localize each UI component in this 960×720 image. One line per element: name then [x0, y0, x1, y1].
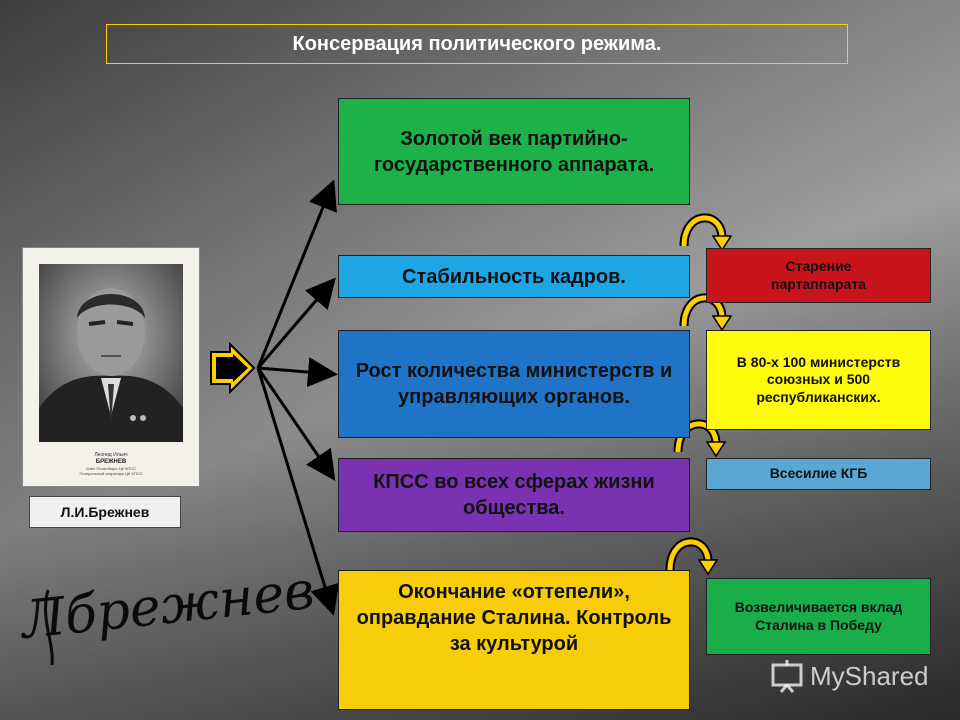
- portrait-image: Леонид Ильич БРЕЖНЕВ Член Политбюро ЦК К…: [39, 264, 183, 476]
- portrait-name-label: Л.И.Брежнев: [29, 496, 181, 528]
- side-item-text: В 80-х 100 министерств союзных и 500 рес…: [736, 353, 901, 405]
- side-item-text: Старение партаппарата: [771, 258, 866, 292]
- watermark-text: MyShared: [810, 660, 929, 691]
- side-item-kgb-power: Всесилие КГБ: [706, 458, 931, 490]
- main-item-text: Золотой век партийно-государственного ап…: [373, 127, 655, 176]
- side-item-stalin-victory: Возвеличивается вклад Сталина в Победу: [706, 578, 931, 655]
- arrow-to-item-4: [256, 367, 336, 481]
- arrow-to-item-5: [256, 367, 340, 616]
- side-item-ministries-count: В 80-х 100 министерств союзных и 500 рес…: [706, 330, 931, 430]
- arrow-to-item-1: [256, 179, 337, 369]
- signature-text: Лбрежнев-: [18, 560, 318, 651]
- brezhnev-portrait: Леонид Ильич БРЕЖНЕВ Член Политбюро ЦК К…: [22, 247, 200, 487]
- signature: Лбрежнев-: [18, 560, 318, 666]
- presentation-icon: [771, 660, 803, 693]
- slide-title: Консервация политического режима.: [106, 24, 848, 64]
- portrait-caption-line4: Генеральный секретарь ЦК КПСС: [80, 471, 143, 476]
- portrait-caption-line3: Член Политбюро ЦК КПСС: [86, 466, 136, 471]
- curved-arrow-2: [679, 293, 733, 332]
- side-item-text: Всесилие КГБ: [769, 465, 868, 482]
- main-item-ministries-growth: Рост количества министерств и управляющи…: [338, 330, 690, 438]
- main-item-thaw-end: Окончание «оттепели», оправдание Сталина…: [338, 570, 690, 710]
- main-item-cpsu-everywhere: КПСС во всех сферах жизни общества.: [338, 458, 690, 532]
- arrow-to-item-2: [256, 277, 336, 369]
- block-arrow: [210, 341, 256, 395]
- main-item-golden-age: Золотой век партийно-государственного ап…: [338, 98, 690, 205]
- curved-arrow-4: [665, 537, 719, 576]
- main-item-text: Рост количества министерств и управляющи…: [355, 360, 673, 408]
- portrait-caption-line2: БРЕЖНЕВ: [96, 459, 127, 465]
- side-item-text: Возвеличивается вклад Сталина в Победу: [734, 599, 903, 633]
- side-item-aging-apparatus: Старение партаппарата: [706, 248, 931, 303]
- main-item-cadre-stability: Стабильность кадров.: [338, 255, 690, 298]
- portrait-caption-line1: Леонид Ильич: [94, 452, 128, 458]
- curved-arrow-3: [673, 419, 727, 458]
- main-item-text: Стабильность кадров.: [402, 265, 626, 288]
- curved-arrow-1: [679, 213, 733, 252]
- main-item-text: КПСС во всех сферах жизни общества.: [373, 471, 655, 519]
- arrow-to-item-3: [257, 357, 338, 388]
- myshared-watermark: MyShared: [770, 656, 929, 696]
- main-item-text: Окончание «оттепели», оправдание Сталина…: [356, 581, 672, 655]
